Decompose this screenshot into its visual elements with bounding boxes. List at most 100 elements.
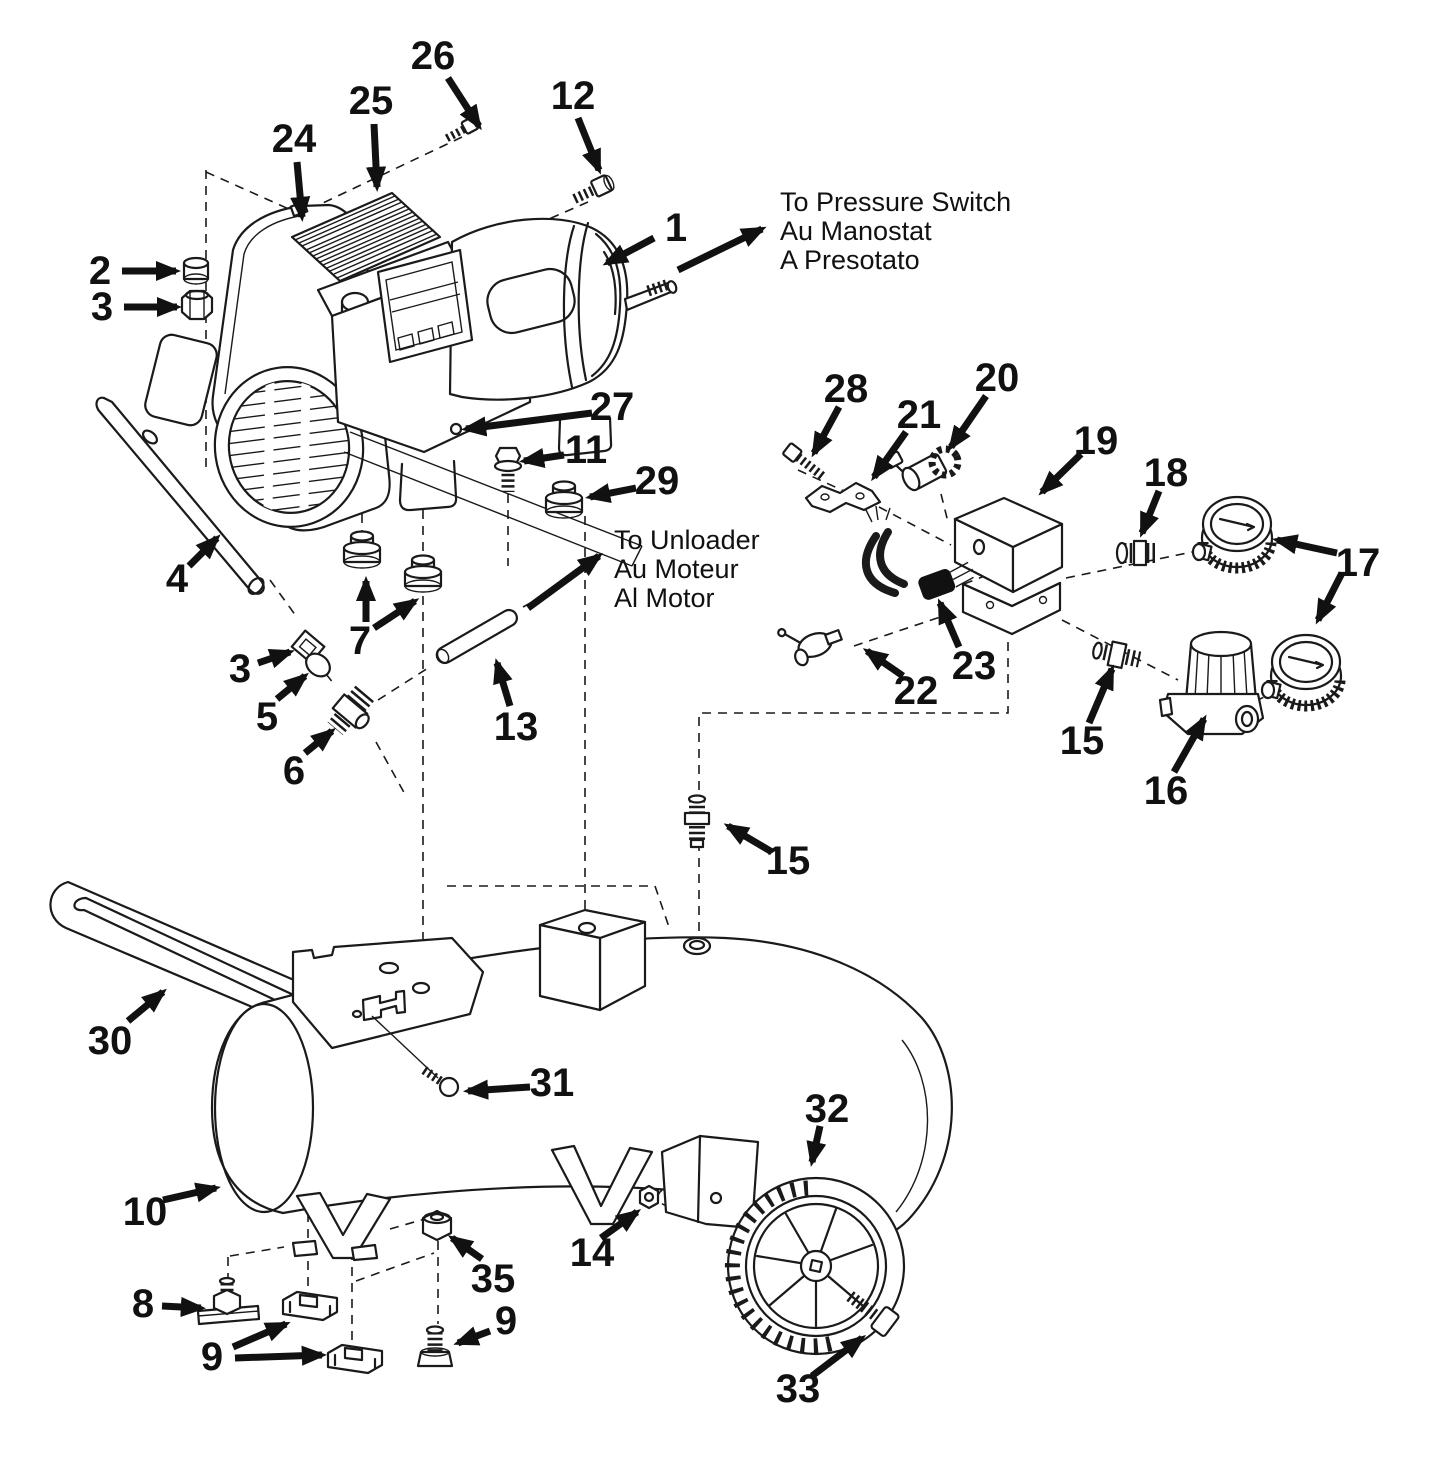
callout-arrow-13 [493, 658, 514, 708]
callout-c31: 31 [530, 1061, 575, 1105]
callout-arrow-17-1 [1314, 571, 1346, 625]
power-cord-23 [861, 505, 974, 600]
callout-c17: 17 [1336, 541, 1381, 585]
callout-arrow-19 [1038, 451, 1084, 496]
callout-c9a: 9 [201, 1335, 223, 1379]
callout-arrow-3 [256, 648, 295, 669]
axle-bolt [846, 1291, 900, 1337]
callout-arrow-14 [598, 1209, 642, 1241]
callout-arrow-12 [574, 116, 603, 175]
callout-arrow-21 [871, 429, 909, 482]
foot-screw [416, 1325, 454, 1368]
note-unloader-line: To Unloader [614, 525, 760, 555]
callout-c22: 22 [894, 669, 939, 713]
rear-leg-brace [550, 1144, 654, 1226]
callout-arrow-9 [231, 1320, 291, 1351]
callout-arrow-1 [602, 234, 656, 267]
callout-c33: 33 [776, 1367, 821, 1411]
callout-c5: 5 [256, 695, 278, 739]
callout-c3b: 3 [229, 647, 251, 691]
callout-c15a: 15 [1060, 719, 1105, 763]
callout-c24: 24 [272, 117, 317, 161]
insert-5 [305, 652, 331, 678]
pressure-switch-19 [953, 496, 1064, 636]
callout-arrow-5 [274, 672, 309, 702]
callout-arrow-15 [1085, 664, 1116, 725]
callout-arrow-11 [519, 448, 565, 468]
callout-c20: 20 [975, 356, 1020, 400]
callout-arrow-4 [186, 534, 221, 569]
callout-c10: 10 [123, 1190, 168, 1234]
unloader-tube-13 [435, 608, 519, 665]
callout-c13: 13 [494, 705, 539, 749]
fitting-15-switch [1092, 640, 1142, 670]
callout-arrow-9-1 [234, 1345, 328, 1366]
callout-c30: 30 [88, 1019, 133, 1063]
callout-arrow-10 [162, 1182, 221, 1204]
bracket-21 [804, 481, 882, 514]
carry-handle-tube [95, 396, 265, 595]
callout-c18: 18 [1144, 451, 1189, 495]
foot-nut [421, 1209, 453, 1242]
note-pressure-switch-arrow [676, 225, 767, 274]
foot-clip [281, 1290, 339, 1322]
callout-c35: 35 [471, 1257, 516, 1301]
note-pressure-switch-line: A Presotato [780, 245, 920, 275]
callout-c6: 6 [283, 749, 305, 793]
callout-arrow-15 [723, 822, 774, 856]
vent-grille [225, 375, 353, 517]
front-panel [376, 248, 474, 364]
screw-28 [782, 442, 826, 481]
callout-c19: 19 [1074, 419, 1119, 463]
pump-mounting-plate [291, 936, 485, 1079]
annotation-layer: 2625241223127112947356132821201918172223… [88, 34, 1381, 1411]
callout-arrow-16 [1170, 714, 1208, 774]
callout-arrow-6 [302, 727, 336, 756]
callout-c3: 3 [91, 285, 113, 329]
callout-arrow-32 [806, 1125, 827, 1167]
pump-foot-right [557, 416, 613, 457]
callout-arrow-8 [161, 1296, 207, 1318]
motor-strap [562, 221, 590, 389]
axle-nut [638, 1184, 660, 1210]
callout-arrow-35 [447, 1235, 485, 1262]
pump-foot-left [398, 459, 458, 512]
callout-c15b: 15 [766, 839, 811, 883]
callout-c26: 26 [411, 34, 456, 78]
pump-base-edge [343, 431, 643, 567]
callout-c27: 27 [590, 385, 635, 429]
screw-12 [572, 174, 615, 204]
cylinder-fins [290, 191, 442, 283]
fitting-15-tank [683, 794, 711, 849]
tank-saddle-bracket [538, 908, 647, 1012]
dashed-assembly-lines [205, 136, 1270, 1342]
callout-c14: 14 [570, 1231, 615, 1275]
note-unloader-line: Au Moteur [614, 554, 739, 584]
callout-arrow-7-1 [372, 598, 420, 631]
callout-arrow-27 [461, 409, 593, 437]
note-pressure-switch-line: Au Manostat [780, 216, 932, 246]
callout-arrow-24 [290, 161, 311, 223]
callout-arrow-23 [936, 598, 963, 649]
callout-arrow-17 [1272, 534, 1338, 557]
shroud-label [144, 333, 218, 427]
grommet-7b [403, 554, 443, 593]
gauge-17a [1191, 495, 1277, 574]
callout-c11: 11 [565, 428, 607, 472]
callout-c1: 1 [665, 206, 687, 250]
callout-c23: 23 [952, 644, 997, 688]
grommet-29 [544, 480, 584, 519]
regulator-16 [1158, 630, 1265, 736]
callout-arrow-22 [862, 648, 905, 679]
callout-arrow-31 [462, 1079, 531, 1100]
callout-arrow-25 [365, 123, 387, 193]
pump-motor-assembly [144, 191, 678, 567]
callout-arrow-30 [125, 988, 167, 1024]
grommet-7a [342, 530, 382, 569]
callout-arrow-18 [1138, 489, 1163, 538]
callout-arrow-20 [948, 394, 989, 452]
callout-c12: 12 [551, 74, 596, 118]
